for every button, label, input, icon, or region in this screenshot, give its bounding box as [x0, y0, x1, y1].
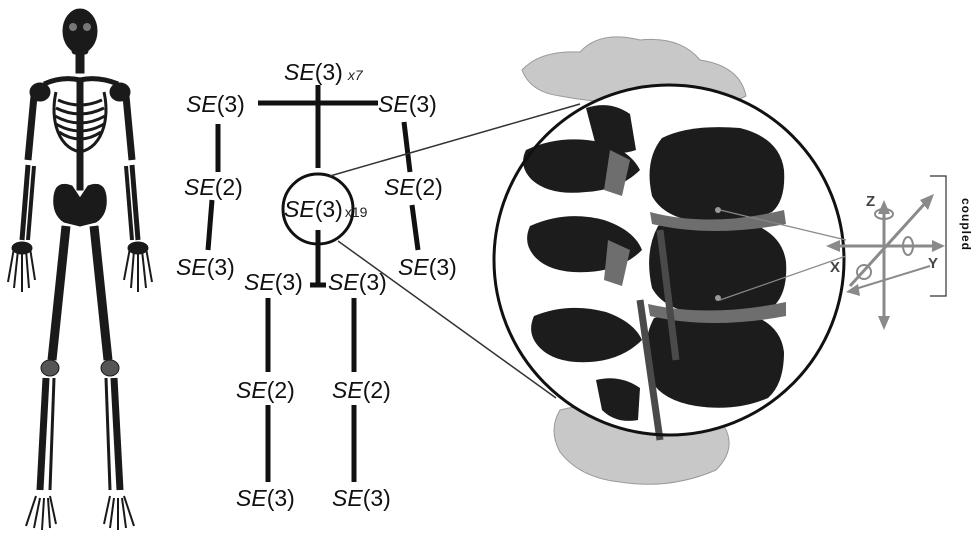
coupled-label: coupled [959, 198, 973, 251]
node-spine: SE(3)x19 [284, 196, 368, 222]
node-right-elbow: SE(2) [384, 174, 443, 200]
node-left-elbow: SE(2) [184, 174, 243, 200]
node-left-wrist: SE(3) [176, 254, 235, 280]
human-skeleton-illustration [8, 9, 152, 530]
vertebral-body-lower [646, 311, 784, 408]
node-left-shoulder: SE(3) [186, 91, 245, 117]
node-head: SE(3)x7 [284, 59, 364, 85]
vertebrae-illustration [494, 37, 844, 484]
node-right-ankle: SE(3) [332, 485, 391, 511]
link-left-forearm [208, 200, 212, 250]
axis-x-label: X [830, 259, 840, 276]
axis-y-label: Y [928, 255, 938, 272]
node-right-knee: SE(2) [332, 377, 391, 403]
node-left-hip: SE(3) [244, 269, 303, 295]
node-right-hip: SE(3) [328, 269, 387, 295]
axis-z-label: Z [866, 193, 875, 210]
coupled-bracket [930, 176, 946, 296]
link-right-upper-arm [404, 122, 410, 172]
node-right-wrist: SE(3) [398, 254, 457, 280]
node-right-shoulder: SE(3) [378, 91, 437, 117]
node-left-knee: SE(2) [236, 377, 295, 403]
link-right-forearm [412, 205, 418, 250]
node-left-ankle: SE(3) [236, 485, 295, 511]
